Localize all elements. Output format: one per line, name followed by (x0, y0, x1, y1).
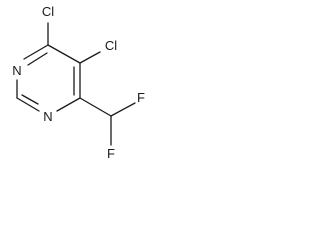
atom-label-f-bottom: F (107, 146, 115, 161)
bond-c4-c5 (47, 44, 81, 64)
bond-c6-chf2 (79, 97, 112, 117)
bond-chf2-f-right (110, 102, 136, 117)
bond-n3-c4-double (27, 52, 48, 66)
atom-label-n-lower: N (43, 109, 52, 124)
atom-label-n-upper: N (12, 63, 21, 78)
atom-label-cl-top: Cl (42, 4, 54, 19)
bond-n1-c2 (16, 97, 40, 112)
bond-c5-cl (79, 51, 101, 64)
bond-n3-c4 (23, 44, 49, 60)
bond-n1-c2-double (21, 94, 39, 105)
atom-label-f-right: F (137, 90, 145, 105)
chemical-structure-diagram: Cl Cl N N F F (12, 4, 145, 161)
atom-label-cl-right: Cl (105, 38, 117, 53)
bond-c6-n1 (56, 97, 81, 112)
